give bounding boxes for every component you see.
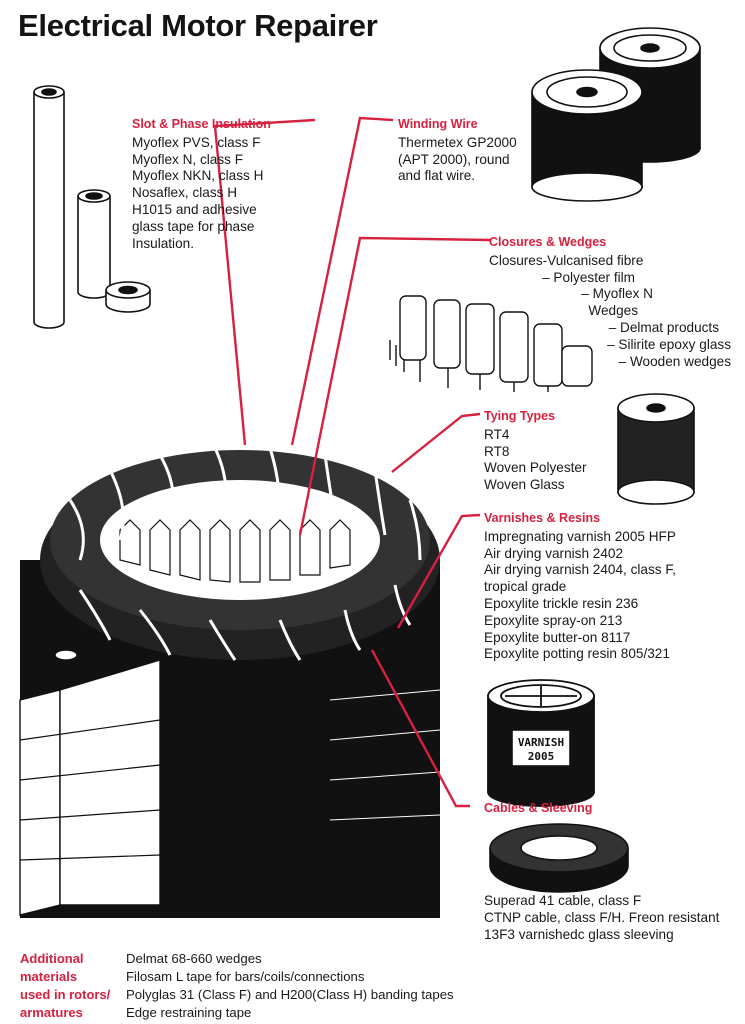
winding-wire-line: and flat wire.	[398, 168, 476, 184]
additional-heading-line: materials	[20, 969, 78, 984]
slot-phase-heading: Slot & Phase Insulation	[132, 117, 271, 131]
cables-line: Superad 41 cable, class F	[484, 893, 642, 908]
stator-illustration	[19, 447, 441, 918]
varnish-label-line2: 2005	[528, 750, 555, 763]
varnishes-line: Epoxylite spray-on 213	[484, 612, 623, 628]
cables-line: 13F3 varnishedc glass sleeving	[484, 926, 674, 942]
varnishes-line: Epoxylite butter-on 8117	[484, 629, 631, 645]
varnishes-line: Air drying varnish 2404, class F,	[484, 562, 676, 578]
closures-line: – Silirite epoxy glass	[607, 336, 731, 352]
tying-callout: Tying Types RT4 RT8 Woven Polyester Wove…	[484, 408, 587, 494]
slot-phase-line: Myoflex NKN, class H	[132, 168, 264, 184]
tying-line: RT4	[484, 426, 510, 442]
winding-wire-line: Thermetex GP2000	[398, 134, 517, 150]
varnishes-line: Epoxylite trickle resin 236	[484, 595, 639, 611]
additional-heading-line: used in rotors/	[20, 987, 111, 1002]
callout-leader-lines	[213, 116, 491, 808]
closures-heading: Closures & Wedges	[489, 235, 607, 249]
additional-items: Delmat 68-660 wedges Filosam L tape for …	[126, 950, 454, 1022]
closures-line: – Delmat products	[608, 319, 719, 335]
additional-heading-line: armatures	[20, 1005, 83, 1020]
closures-line: Closures-Vulcanised fibre	[489, 252, 644, 268]
cables-lines: Superad 41 cable, class F CTNP cable, cl…	[484, 893, 719, 943]
varnishes-line: Epoxylite potting resin 805/321	[484, 646, 670, 662]
slot-phase-callout: Slot & Phase Insulation Myoflex PVS, cla…	[132, 116, 271, 252]
varnishes-line: tropical grade	[484, 579, 567, 595]
slot-phase-line: Insulation.	[132, 235, 194, 251]
closures-line: – Polyester film	[542, 269, 635, 285]
closures-line: – Myoflex N	[581, 286, 653, 302]
varnishes-callout: Varnishes & Resins Impregnating varnish …	[484, 510, 676, 663]
slot-phase-line: Nosaflex, class H	[132, 185, 238, 201]
insulation-tubes-icon	[33, 85, 151, 329]
additional-heading-line: Additional	[20, 951, 84, 966]
tying-spool-icon	[617, 393, 695, 505]
cables-heading: Cables & Sleeving	[484, 801, 593, 815]
varnishes-line: Air drying varnish 2402	[484, 545, 624, 561]
slot-phase-line: Myoflex N, class F	[132, 151, 244, 167]
varnishes-line: Impregnating varnish 2005 HFP	[484, 528, 676, 544]
additional-materials: Additional materials used in rotors/ arm…	[20, 950, 454, 1022]
cables-line: CTNP cable, class F/H. Freon resistant	[484, 909, 720, 925]
varnish-tin-icon: VARNISH 2005	[487, 679, 595, 807]
additional-item: Edge restraining tape	[126, 1005, 252, 1020]
varnishes-heading: Varnishes & Resins	[484, 511, 601, 525]
tying-heading: Tying Types	[484, 409, 556, 423]
cable-coil-icon	[489, 823, 629, 893]
wedges-icon	[389, 295, 593, 392]
wire-spools-icon	[531, 27, 701, 202]
slot-phase-line: H1015 and adhesive	[132, 201, 257, 217]
slot-phase-line: Myoflex PVS, class F	[132, 134, 261, 150]
winding-wire-line: (APT 2000), round	[398, 151, 510, 167]
tying-line: Woven Glass	[484, 477, 565, 493]
closures-callout: Closures & Wedges Closures-Vulcanised fi…	[471, 234, 731, 370]
winding-wire-callout: Winding Wire Thermetex GP2000 (APT 2000)…	[398, 116, 517, 185]
winding-wire-heading: Winding Wire	[398, 117, 478, 131]
tying-line: RT8	[484, 443, 510, 459]
additional-item: Delmat 68-660 wedges	[126, 951, 262, 966]
page-title: Electrical Motor Repairer	[18, 8, 378, 43]
slot-phase-line: glass tape for phase	[132, 218, 255, 234]
additional-item: Polyglas 31 (Class F) and H200(Class H) …	[126, 987, 454, 1002]
cables-callout: Cables & Sleeving	[484, 800, 592, 819]
closures-line: – Wooden wedges	[618, 353, 731, 369]
tying-line: Woven Polyester	[484, 460, 587, 476]
closures-line: Wedges	[588, 303, 638, 319]
varnish-label-line1: VARNISH	[518, 736, 564, 749]
additional-item: Filosam L tape for bars/coils/connection…	[126, 969, 365, 984]
